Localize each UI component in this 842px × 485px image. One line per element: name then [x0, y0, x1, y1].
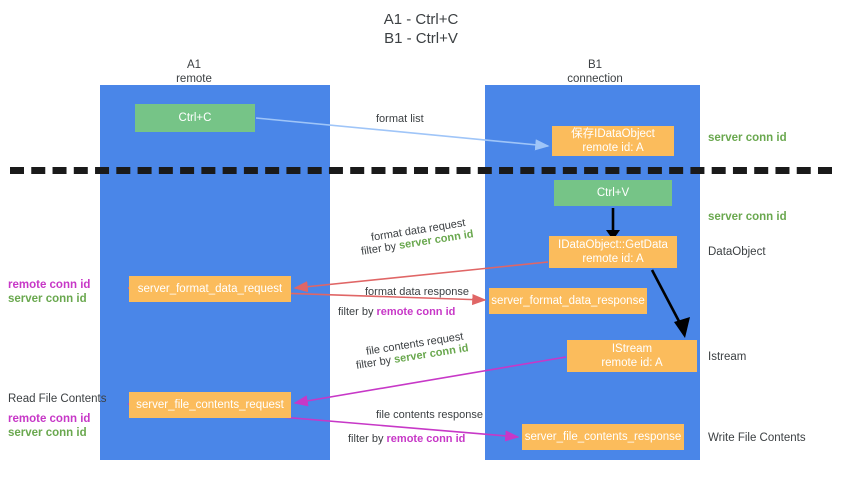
annotation-write-file-contents: Write File Contents — [708, 432, 806, 444]
title-line-2: B1 - Ctrl+V — [384, 30, 458, 47]
box-ctrl-c[interactable]: Ctrl+C — [135, 104, 255, 132]
title-line-1: A1 - Ctrl+C — [383, 11, 459, 28]
box-ctrl-v-label: Ctrl+V — [596, 187, 630, 199]
edge-label-file-contents-response-filter: filter by remote conn id — [348, 432, 465, 446]
box-istream-line1: IStream — [611, 343, 653, 355]
box-server-format-data-response[interactable]: server_format_data_response — [489, 288, 647, 314]
annotation-istream: Istream — [708, 351, 747, 363]
annotation-server-conn-id-1: server conn id — [8, 293, 87, 305]
filter-prefix-1: filter by — [360, 239, 401, 258]
diagram-title: A1 - Ctrl+C B1 - Ctrl+V — [0, 10, 842, 48]
box-server-format-data-request[interactable]: server_format_data_request — [129, 276, 291, 302]
filter-prefix-3: filter by — [355, 353, 396, 372]
box-istream-line2: remote id: A — [601, 357, 663, 369]
box-save-idataobject-line1: 保存IDataObject — [571, 128, 655, 140]
lane-header-a1-sub: remote — [176, 73, 212, 85]
lane-header-a1: A1 remote — [114, 58, 274, 86]
lane-header-a1-name: A1 — [186, 59, 202, 71]
annotation-read-file-contents: Read File Contents — [8, 393, 107, 405]
filter-value-remote-conn-id-1: remote conn id — [376, 306, 456, 318]
lane-header-b1-sub: connection — [567, 73, 623, 85]
annotation-server-conn-id-mid: server conn id — [708, 211, 787, 223]
edge-label-file-contents-response: file contents response — [376, 409, 484, 421]
box-ctrl-c-label: Ctrl+C — [178, 112, 212, 124]
filter-prefix-2: filter by — [338, 306, 377, 318]
box-idataobject-getdata[interactable]: IDataObject::GetData remote id: A — [549, 236, 677, 268]
box-save-idataobject-line2: remote id: A — [582, 142, 644, 154]
lane-header-b1: B1 connection — [515, 58, 675, 86]
annotation-conn-ids-bottom: remote conn id server conn id — [8, 412, 90, 440]
box-ctrl-v[interactable]: Ctrl+V — [554, 180, 672, 206]
filter-value-remote-conn-id-2: remote conn id — [386, 433, 466, 445]
lane-header-b1-name: B1 — [587, 59, 603, 71]
phase-divider — [10, 167, 832, 174]
edge-label-format-data-response: format data response — [365, 286, 469, 298]
box-idataobject-getdata-line1: IDataObject::GetData — [558, 239, 668, 251]
edge-label-format-list: format list — [376, 113, 424, 125]
box-server-format-data-response-label: server_format_data_response — [491, 295, 645, 307]
box-istream[interactable]: IStream remote id: A — [567, 340, 697, 372]
box-idataobject-getdata-line2: remote id: A — [582, 253, 644, 265]
box-server-file-contents-response-label: server_file_contents_response — [524, 431, 682, 443]
annotation-remote-conn-id-1: remote conn id — [8, 279, 91, 291]
annotation-server-conn-id-2: server conn id — [8, 427, 87, 439]
box-server-file-contents-response[interactable]: server_file_contents_response — [522, 424, 684, 450]
box-server-format-data-request-label: server_format_data_request — [137, 283, 283, 295]
annotation-remote-conn-id-2: remote conn id — [8, 413, 91, 425]
annotation-server-conn-id-top: server conn id — [708, 132, 787, 144]
box-save-idataobject[interactable]: 保存IDataObject remote id: A — [552, 126, 674, 156]
edge-label-format-data-response-filter: filter by remote conn id — [338, 305, 455, 319]
annotation-conn-ids-middle: remote conn id server conn id — [8, 278, 90, 306]
box-server-file-contents-request-label: server_file_contents_request — [136, 399, 284, 411]
annotation-dataobject: DataObject — [708, 246, 766, 258]
box-server-file-contents-request[interactable]: server_file_contents_request — [129, 392, 291, 418]
filter-prefix-4: filter by — [348, 433, 387, 445]
